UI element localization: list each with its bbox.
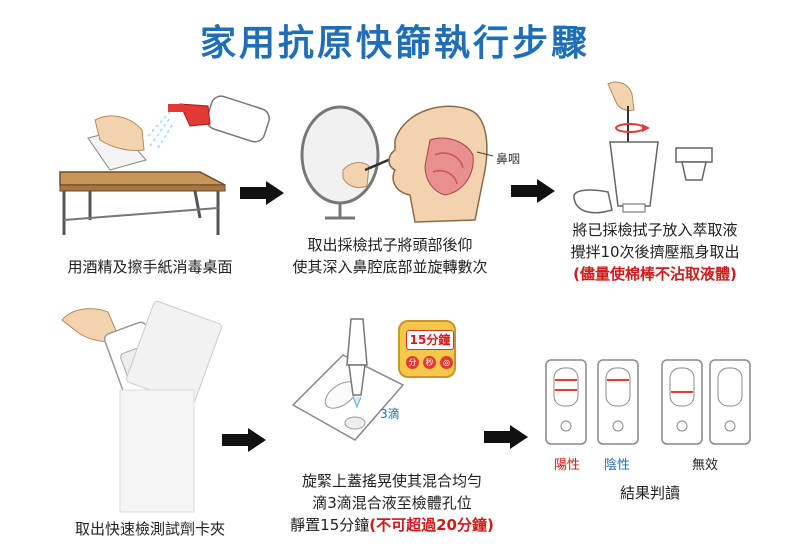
step5-caption: 旋緊上蓋搖晃使其混合均勻 滴3滴混合液至檢體孔位 靜置15分鐘(不可超過20分鐘…	[262, 470, 522, 536]
result-negative-label: 陰性	[604, 458, 631, 473]
timer-display: 15分鐘	[406, 330, 454, 350]
caption-line: 將已採檢拭子放入萃取液	[572, 221, 738, 239]
result-invalid-cassette-1	[661, 359, 703, 445]
step3-illustration	[573, 81, 713, 214]
step6-illustration	[545, 359, 751, 445]
result-positive-label: 陽性	[554, 458, 581, 473]
nasopharynx-label: 鼻咽	[496, 152, 521, 166]
caption-warning: (不可超過20分鐘)	[369, 516, 494, 534]
arrow-icon	[484, 425, 528, 449]
step6-caption: 結果判讀	[590, 482, 710, 504]
step2-illustration	[300, 105, 494, 223]
step4-caption: 取出快速檢測試劑卡夾	[40, 518, 260, 540]
step4-illustration	[61, 300, 222, 513]
timer: 15分鐘 分 秒 ◎	[398, 320, 456, 378]
arrow-icon	[222, 428, 266, 452]
step5-illustration	[291, 318, 405, 441]
caption-line: 使其深入鼻腔底部並旋轉數次	[292, 258, 488, 276]
caption-line: 取出快速檢測試劑卡夾	[74, 520, 225, 538]
page-title: 家用抗原快篩執行步驟	[199, 23, 590, 64]
caption-warning: (儘量使棉棒不沾取液體)	[573, 265, 737, 283]
timer-button-min: 分	[406, 356, 419, 369]
step2-caption: 取出採檢拭子將頭部後仰 使其深入鼻腔底部並旋轉數次	[265, 234, 515, 278]
caption-line: 結果判讀	[619, 484, 680, 502]
result-invalid-label: 無效	[692, 458, 719, 473]
caption-line: 用酒精及擦手紙消毒桌面	[67, 258, 233, 276]
step3-caption: 將已採檢拭子放入萃取液 攪拌10次後擠壓瓶身取出 (儘量使棉棒不沾取液體)	[535, 219, 775, 285]
caption-line: 靜置15分鐘	[290, 516, 370, 534]
timer-button-start: ◎	[440, 356, 453, 369]
caption-line: 取出採檢拭子將頭部後仰	[307, 236, 473, 254]
result-positive-cassette	[545, 359, 587, 445]
caption-line: 旋緊上蓋搖晃使其混合均勻	[301, 472, 482, 490]
timer-button-sec: 秒	[423, 356, 436, 369]
result-invalid-cassette-2	[709, 359, 751, 445]
arrow-icon	[240, 181, 284, 205]
arrow-icon	[511, 179, 555, 203]
step1-caption: 用酒精及擦手紙消毒桌面	[40, 256, 260, 278]
caption-line: 攪拌10次後擠壓瓶身取出	[570, 243, 740, 261]
caption-line: 滴3滴混合液至檢體孔位	[312, 494, 472, 512]
step1-illustration	[59, 95, 270, 235]
drops-label: 3滴	[380, 407, 400, 421]
result-negative-cassette	[597, 359, 639, 445]
